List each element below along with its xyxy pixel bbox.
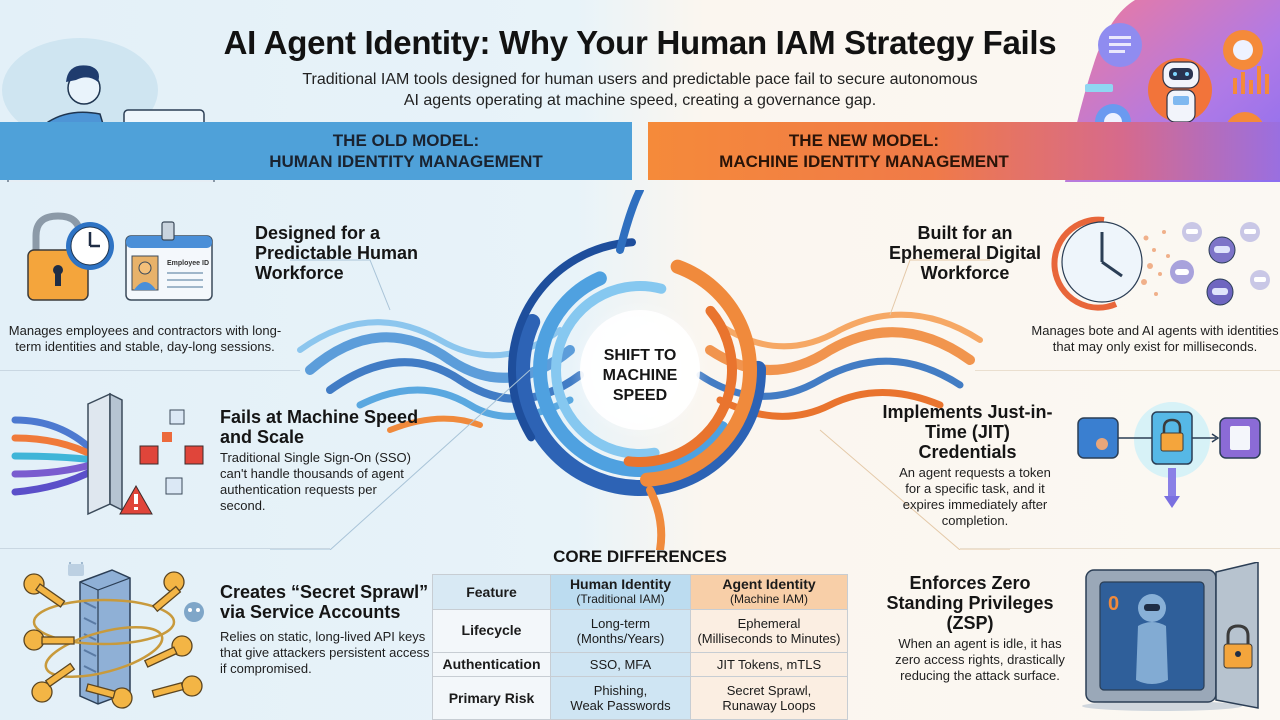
table-header-row: Feature Human Identity (Traditional IAM)…	[432, 574, 848, 610]
vault-robot-lock-icon: 0	[1082, 562, 1259, 711]
row-agent-value: Ephemeral (Milliseconds to Minutes)	[690, 609, 848, 653]
new-model-banner-line2: MACHINE IDENTITY MANAGEMENT	[719, 152, 1009, 171]
row-agent-value: JIT Tokens, mTLS	[690, 651, 848, 678]
employee-id-label: Employee ID	[167, 260, 209, 267]
human-value-sub: Weak Passwords	[570, 698, 671, 714]
agent-value-main: Ephemeral	[737, 615, 801, 631]
new-model-banner: THE NEW MODEL: MACHINE IDENTITY MANAGEME…	[648, 122, 1280, 180]
section-divider	[960, 548, 1280, 549]
header-agent-sub: (Machine IAM)	[729, 592, 809, 606]
section-divider	[0, 370, 300, 371]
core-differences-table: Feature Human Identity (Traditional IAM)…	[432, 574, 848, 720]
old-item-1-heading: Designed for a Predictable Human Workfor…	[255, 223, 419, 283]
shift-label-line1: SHIFT TO	[603, 347, 677, 364]
old-item-2-description: Traditional Single Sign-On (SSO) can't h…	[220, 450, 411, 513]
header-agent-identity: Agent Identity (Machine IAM)	[690, 574, 848, 610]
new-item-1-heading: Built for an Ephemeral Digital Workforce	[888, 223, 1042, 283]
old-item-3-heading: Creates “Secret Sprawl” via Service Acco…	[220, 582, 429, 622]
overloaded-gateway-warning-icon	[11, 392, 204, 516]
page-title: AI Agent Identity: Why Your Human IAM St…	[223, 24, 1057, 61]
header-human-sub: (Traditional IAM)	[576, 592, 665, 606]
new-model-banner-line1: THE NEW MODEL:	[788, 131, 940, 150]
padlock-clock-id-badge-icon: Employee ID	[27, 212, 213, 301]
section-divider	[975, 370, 1280, 371]
new-item-1-description: Manages bote and AI agents with identiti…	[1031, 323, 1279, 354]
jit-token-flow-icon	[1077, 402, 1261, 508]
row-human-value: Phishing, Weak Passwords	[550, 676, 691, 720]
header-agent-main: Agent Identity	[722, 576, 816, 592]
new-item-2-heading: Implements Just-in-Time (JIT) Credential…	[882, 402, 1053, 462]
old-item-3-description: Relies on static, long-lived API keys th…	[220, 629, 430, 676]
old-item-1-description: Manages employees and contractors with l…	[8, 323, 282, 354]
agent-value-sub: (Milliseconds to Minutes)	[697, 630, 841, 646]
human-value-main: Phishing,	[593, 683, 648, 699]
table-row: Primary Risk Phishing, Weak Passwords Se…	[432, 676, 848, 720]
table-row: Authentication SSO, MFA JIT Tokens, mTLS	[432, 651, 848, 678]
server-tangled-keys-icon	[23, 562, 204, 709]
agent-value-main: Secret Sprawl,	[726, 683, 812, 699]
row-human-value: SSO, MFA	[550, 651, 691, 678]
header-feature: Feature	[432, 574, 551, 610]
agent-value-sub: Runaway Loops	[722, 698, 816, 714]
header-human-main: Human Identity	[569, 576, 672, 592]
shift-label-line3: SPEED	[612, 387, 668, 404]
dissolving-clock-robots-icon	[1051, 216, 1270, 311]
subtitle-line-2: AI agents operating at machine speed, cr…	[403, 92, 877, 109]
old-model-banner-line2: HUMAN IDENTITY MANAGEMENT	[269, 152, 543, 171]
new-item-3-description: When an agent is idle, it has zero acces…	[895, 636, 1065, 683]
header-human-identity: Human Identity (Traditional IAM)	[550, 574, 691, 610]
table-row: Lifecycle Long-term (Months/Years) Ephem…	[432, 609, 848, 653]
new-item-3-heading: Enforces Zero Standing Privileges (ZSP)	[886, 573, 1054, 633]
shift-label-line2: MACHINE	[602, 367, 678, 384]
shift-to-machine-speed-label: SHIFT TO MACHINE SPEED	[580, 346, 700, 406]
old-model-banner-line1: THE OLD MODEL:	[332, 131, 480, 150]
row-feature: Primary Risk	[432, 676, 551, 720]
core-differences-title: CORE DIFFERENCES	[553, 547, 727, 566]
old-item-2-heading: Fails at Machine Speed and Scale	[220, 407, 419, 447]
new-item-2-description: An agent requests a token for a specific…	[899, 465, 1051, 528]
shift-swirl-graphic	[270, 190, 1010, 550]
vault-digit: 0	[1108, 593, 1119, 615]
section-divider	[0, 548, 330, 549]
row-feature: Authentication	[432, 651, 551, 678]
row-feature: Lifecycle	[432, 609, 551, 653]
human-value-main: Long-term	[590, 615, 651, 631]
old-model-banner: THE OLD MODEL: HUMAN IDENTITY MANAGEMENT	[0, 122, 632, 180]
row-agent-value: Secret Sprawl, Runaway Loops	[690, 676, 848, 720]
page-subtitle: Traditional IAM tools designed for human…	[250, 69, 1030, 111]
human-value-sub: (Months/Years)	[576, 630, 665, 646]
subtitle-line-1: Traditional IAM tools designed for human…	[302, 71, 978, 88]
row-human-value: Long-term (Months/Years)	[550, 609, 691, 653]
